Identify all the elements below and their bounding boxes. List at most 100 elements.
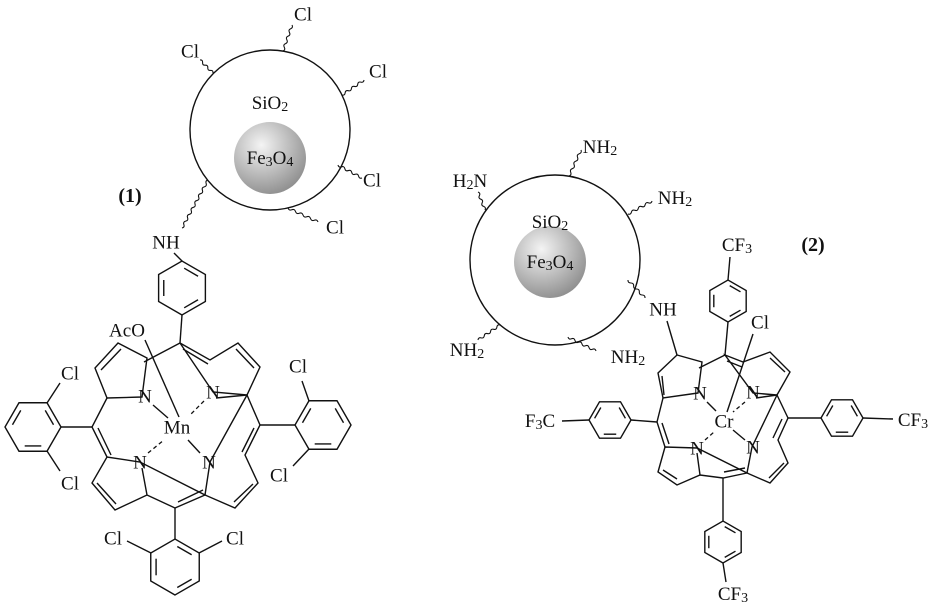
bond [666, 320, 678, 356]
bond [46, 382, 61, 404]
coordination-bond [732, 429, 746, 441]
wavy-bond [341, 79, 365, 96]
dichlorophenyl-ring [294, 400, 352, 450]
wavy-bond [287, 207, 319, 223]
ring-bonds [820, 399, 864, 437]
double-bond [729, 309, 741, 318]
compound-1: (1) SiO2 Fe3O4 Cl Cl Cl Cl Cl NH N N N N [4, 5, 387, 596]
pyrrole-ring [179, 342, 261, 399]
double-bond [334, 408, 345, 424]
wavy-bond [337, 164, 363, 179]
pyrrole-ring [204, 393, 261, 509]
wavy-bond [567, 336, 597, 352]
core-label: Fe3O4 [527, 252, 574, 274]
meso-bond [91, 397, 112, 458]
chloro-label: Cl [104, 529, 122, 550]
nitrogen-label: N [202, 453, 216, 474]
double-bond [593, 407, 602, 419]
trifluoromethylphenyl-ring [588, 401, 632, 439]
coordination-bond [706, 401, 717, 412]
bond [630, 419, 658, 423]
coordination-bond [187, 439, 201, 454]
surface-group: Cl [363, 171, 381, 192]
double-bond [724, 550, 736, 559]
trifluoromethylphenyl-ring [820, 399, 864, 437]
magnetite-core [514, 226, 586, 298]
axial-bond [726, 333, 754, 413]
ring-bonds [150, 538, 200, 596]
pyrrole-ring [94, 342, 181, 399]
surface-group: NH2 [611, 347, 645, 369]
surface-group: Cl [181, 42, 199, 63]
dichlorophenyl-ring [150, 538, 200, 596]
wavy-bond [477, 191, 486, 211]
surface-group: Cl [326, 218, 344, 239]
double-bond [850, 405, 859, 417]
metal-label: Mn [164, 418, 191, 439]
wavy-bond [627, 279, 646, 299]
cf3-label: CF3 [718, 584, 748, 606]
wavy-bond [568, 149, 582, 177]
linker-label: NH [649, 300, 677, 321]
wavy-bond [477, 324, 501, 341]
ring-bonds [709, 279, 747, 323]
nitrogen-label: N [138, 387, 152, 408]
surface-group: NH2 [658, 188, 692, 210]
surface-group: Cl [369, 62, 387, 83]
surface-group: NH2 [583, 137, 617, 159]
surface-group: H2N [453, 171, 488, 193]
wavy-bond [282, 24, 294, 52]
double-bond [183, 299, 199, 309]
bond [727, 256, 731, 281]
axial-ligand-label: AcO [109, 321, 145, 342]
chloro-label: Cl [61, 364, 79, 385]
wavy-bond [627, 200, 653, 215]
bond [862, 417, 894, 420]
chloro-label: Cl [226, 529, 244, 550]
magnetite-core [234, 122, 306, 194]
pyrrole-ring [723, 351, 791, 399]
bond [46, 450, 61, 472]
ring-bonds [588, 401, 632, 439]
coordination-bond [732, 401, 746, 413]
coordination-bond [147, 439, 165, 454]
double-bond [183, 267, 199, 277]
coordination-bond [704, 431, 715, 441]
double-bond [618, 407, 627, 419]
double-bond [176, 578, 192, 589]
double-bond [44, 410, 55, 426]
bond [561, 419, 590, 422]
cf3-label: CF3 [898, 410, 928, 432]
cf3-label: F3C [525, 411, 555, 433]
linker-label: NH [152, 233, 180, 254]
coordination-bond [189, 400, 205, 416]
double-bond [301, 408, 312, 424]
wavy-bond [199, 59, 214, 74]
ring-bonds [157, 260, 207, 316]
core-label: Fe3O4 [247, 148, 294, 170]
cf3-label: CF3 [722, 235, 752, 257]
axial-ligand-label: Cl [751, 313, 769, 334]
nitrogen-label: N [690, 439, 704, 460]
pyrrole-ring [91, 456, 207, 511]
meso-bond [656, 397, 670, 448]
bond [724, 321, 729, 356]
double-bond [11, 410, 22, 426]
bond [198, 540, 223, 554]
trifluoromethylphenyl-ring [709, 279, 747, 323]
surface-group: Cl [294, 5, 312, 26]
double-bond [825, 405, 834, 417]
shell-label: SiO2 [252, 93, 289, 115]
nitrogen-label: N [133, 453, 147, 474]
bond [126, 540, 152, 554]
ring-bonds [294, 400, 352, 450]
ring-bonds [704, 520, 742, 564]
ring-bonds [4, 402, 62, 452]
bond [179, 314, 183, 344]
pyrrole-ring [657, 354, 726, 399]
compound-2-number: (2) [801, 234, 824, 256]
compound-2: (2) SiO2 Fe3O4 NH2 H2N NH2 NH2 NH2 NH N … [450, 137, 928, 606]
metal-label: Cr [715, 412, 735, 433]
double-bond [729, 284, 741, 293]
